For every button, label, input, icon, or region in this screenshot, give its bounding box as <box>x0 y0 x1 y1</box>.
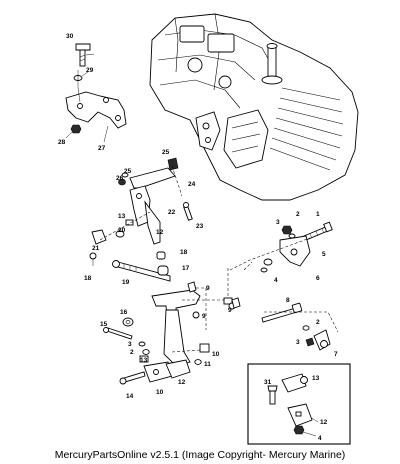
callout-1: 1 <box>316 211 320 218</box>
parts-exploded-diagram: 30 29 27 28 25 26 24 25 22 23 13 20 12 2… <box>58 13 359 445</box>
callout-12c: 12 <box>320 419 328 426</box>
callout-30: 30 <box>66 33 74 40</box>
callout-18b: 18 <box>180 249 188 256</box>
callout-16: 16 <box>120 309 128 316</box>
callout-3b: 3 <box>276 219 280 226</box>
callout-7: 7 <box>334 351 338 358</box>
callout-29: 29 <box>86 67 94 74</box>
callout-4b: 4 <box>318 435 322 442</box>
callout-9b: 9 <box>202 313 206 320</box>
callout-8: 8 <box>286 297 290 304</box>
callout-9c: 9 <box>228 307 232 314</box>
callout-6: 6 <box>316 275 320 282</box>
callout-12b: 12 <box>178 379 186 386</box>
callout-10a: 10 <box>156 389 164 396</box>
callout-25b: 25 <box>124 168 132 175</box>
callout-13c: 13 <box>312 375 320 382</box>
right-assembly <box>227 221 339 351</box>
callout-5: 5 <box>322 251 326 258</box>
upper-linkage <box>89 157 193 266</box>
inset-detail <box>247 363 351 445</box>
engine-block <box>149 13 359 201</box>
link-rod <box>112 251 171 282</box>
callout-13a: 13 <box>118 213 126 220</box>
callout-27: 27 <box>98 145 106 152</box>
callout-28: 28 <box>58 139 66 146</box>
callout-20: 20 <box>118 227 126 234</box>
callout-2b: 2 <box>296 211 300 218</box>
callout-22: 22 <box>168 209 176 216</box>
callout-18a: 18 <box>84 275 92 282</box>
callout-24: 24 <box>188 181 196 188</box>
lower-linkage <box>103 281 241 385</box>
callout-12a: 12 <box>156 229 164 236</box>
callout-11: 11 <box>204 361 211 368</box>
callout-19: 19 <box>122 279 130 286</box>
callout-15: 15 <box>100 321 108 328</box>
callout-10b: 10 <box>212 351 220 358</box>
callout-21: 21 <box>92 245 100 252</box>
callout-9a: 9 <box>206 285 210 292</box>
callout-31: 31 <box>264 379 272 386</box>
callout-14: 14 <box>126 393 134 400</box>
callout-26: 26 <box>116 175 124 182</box>
callout-13b: 13 <box>140 357 148 364</box>
callout-17: 17 <box>182 265 190 272</box>
callout-3c: 3 <box>296 339 300 346</box>
callout-4: 4 <box>274 277 278 284</box>
image-caption: MercuryPartsOnline v2.5.1 (Image Copyrig… <box>54 449 346 461</box>
callout-25a: 25 <box>162 149 170 156</box>
callout-3a: 3 <box>128 341 132 348</box>
callout-23: 23 <box>196 223 204 230</box>
callout-labels: 30 29 27 28 25 26 24 25 22 23 13 20 12 2… <box>58 33 338 442</box>
callout-2c: 2 <box>316 319 320 326</box>
callout-2a: 2 <box>130 349 134 356</box>
bracket-assembly <box>65 43 127 143</box>
